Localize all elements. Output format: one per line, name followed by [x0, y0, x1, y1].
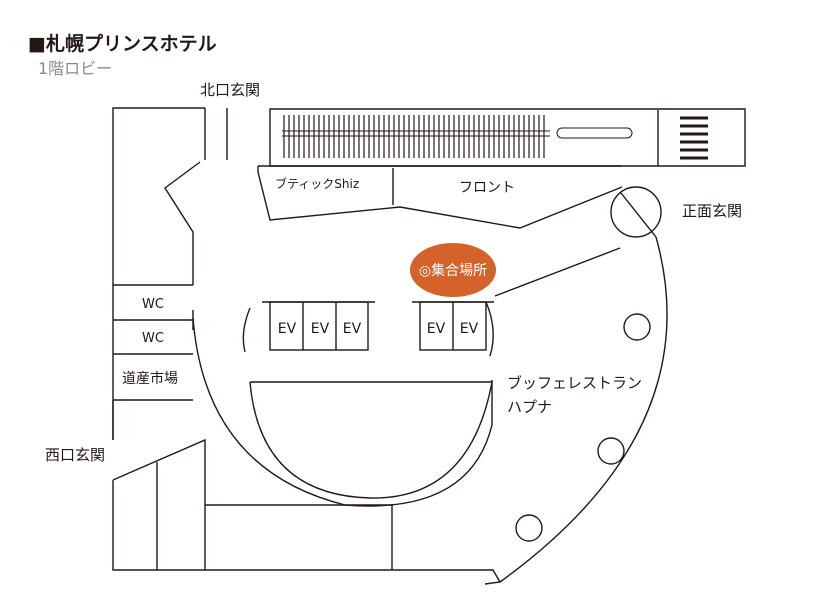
souvenir-shop-label: 道産市場 [122, 370, 178, 387]
pillar [623, 313, 651, 341]
elevator-label: EV [427, 321, 446, 337]
elevator-label: EV [278, 321, 297, 337]
southwest-building [112, 438, 501, 583]
meeting-point-label: ◎集合場所 [419, 262, 487, 279]
main-entrance-label: 正面玄関 [682, 202, 742, 220]
escalator-rail [282, 130, 550, 137]
meeting-point-marker [410, 243, 496, 297]
floor-subtitle: 1階ロビー [38, 59, 112, 78]
elevator-label: EV [343, 321, 362, 337]
front-counter-outline [257, 166, 623, 229]
wc-label-1: WC [142, 297, 164, 312]
pillar [597, 437, 625, 465]
elevator-bay-left-wall [242, 307, 251, 353]
elevator-label: EV [311, 321, 330, 337]
west-entrance-label: 西口玄関 [45, 446, 105, 464]
elevator-dividers-left [262, 301, 375, 350]
revolving-door [610, 186, 662, 238]
boutique-label: ブティックShiz [275, 176, 359, 191]
east-inner-boundary [494, 247, 621, 297]
southwest-partitions [112, 400, 206, 570]
buffet-restaurant-label-2: ハプナ [507, 398, 552, 416]
lobby-curve [192, 317, 493, 507]
upper-corridor [269, 108, 746, 167]
buffet-restaurant-label: ブッフェレストラン [507, 374, 642, 392]
escalator-handrail [556, 127, 633, 139]
wc-label-2: WC [142, 331, 164, 346]
west-wall [112, 107, 205, 440]
north-corridor-wall [204, 108, 228, 160]
front-desk-label: フロント [459, 180, 515, 196]
pillar [515, 514, 543, 542]
hotel-title: ■札幌プリンスホテル [28, 32, 217, 55]
elevator-dividers-right [412, 301, 494, 357]
west-partition [164, 161, 201, 285]
stairs-icon [680, 116, 708, 160]
east-outer-wall [484, 236, 668, 585]
wc-block [113, 284, 194, 355]
elevator-label: EV [460, 321, 479, 337]
revolving-door-bar [620, 192, 657, 238]
north-entrance-label: 北口玄関 [200, 81, 260, 99]
lounge-semicircle [249, 381, 493, 499]
